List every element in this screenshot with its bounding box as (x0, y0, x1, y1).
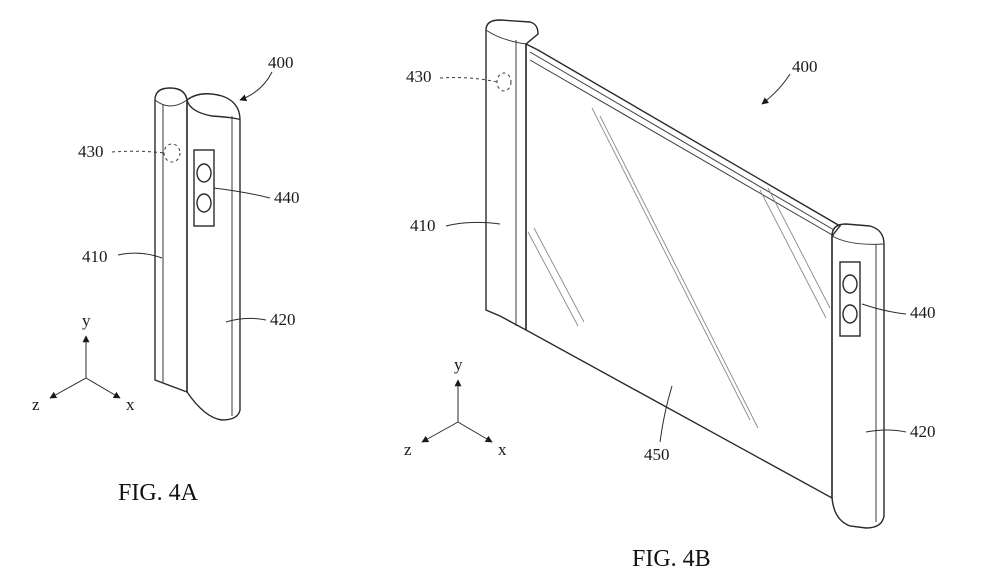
fig-4b-axes: y z x (404, 355, 507, 459)
fig-4b-label-440: 440 (910, 303, 936, 322)
fig-4b-axis-z: z (404, 440, 412, 459)
fig-4b-leader-440 (861, 303, 907, 315)
fig-4a-label-410: 410 (82, 247, 108, 266)
fig-4b-axis-x: x (498, 440, 507, 459)
fig-4a-label-430: 430 (78, 142, 104, 161)
fig-4a-camera-440 (193, 149, 215, 227)
fig-4b-leader-450 (659, 385, 673, 443)
fig-4a-axis-x: x (126, 395, 135, 414)
fig-4b-camera-440 (839, 261, 861, 337)
fig-4a-label-420: 420 (270, 310, 296, 329)
fig-4b-leader-420 (865, 429, 907, 433)
fig-4a-leader-420 (225, 317, 267, 323)
fig-4b-label-430: 430 (406, 67, 432, 86)
fig-4b: 400 430 410 440 420 450 y z x FIG. 4B (404, 19, 936, 572)
fig-4b-caption: FIG. 4B (632, 546, 711, 572)
fig-4a-axis-z: z (32, 395, 40, 414)
fig-4b-label-410: 410 (410, 216, 436, 235)
fig-4a-label-400: 400 (268, 53, 294, 72)
fig-4b-label-450: 450 (644, 445, 670, 464)
fig-4b-label-420: 420 (910, 422, 936, 441)
fig-4a-axes: y z x (32, 311, 135, 414)
fig-4b-leader-410 (445, 221, 501, 227)
fig-4b-housing-410 (485, 19, 539, 332)
fig-4a-label-440: 440 (274, 188, 300, 207)
fig-4a-leader-440 (213, 187, 271, 199)
fig-4a-housing-410 (154, 87, 188, 394)
fig-4a-sensor-430 (163, 143, 181, 163)
fig-4b-display-450 (525, 42, 842, 500)
fig-4a-leader-430 (111, 150, 165, 154)
fig-4b-sensor-430 (496, 72, 512, 92)
fig-4a-caption: FIG. 4A (118, 480, 199, 506)
fig-4a-leader-410 (117, 252, 163, 259)
fig-4a-leader-400 (239, 71, 273, 102)
fig-4a-housing-420 (186, 93, 241, 421)
fig-4b-axis-y: y (454, 355, 463, 374)
fig-4a: 400 430 440 410 420 y z x FIG. 4A (32, 53, 300, 506)
fig-4b-leader-400 (761, 73, 791, 105)
fig-4b-leader-430 (439, 77, 498, 83)
fig-4b-label-400: 400 (792, 57, 818, 76)
fig-4a-axis-y: y (82, 311, 91, 330)
fig-4b-housing-420 (831, 223, 885, 529)
